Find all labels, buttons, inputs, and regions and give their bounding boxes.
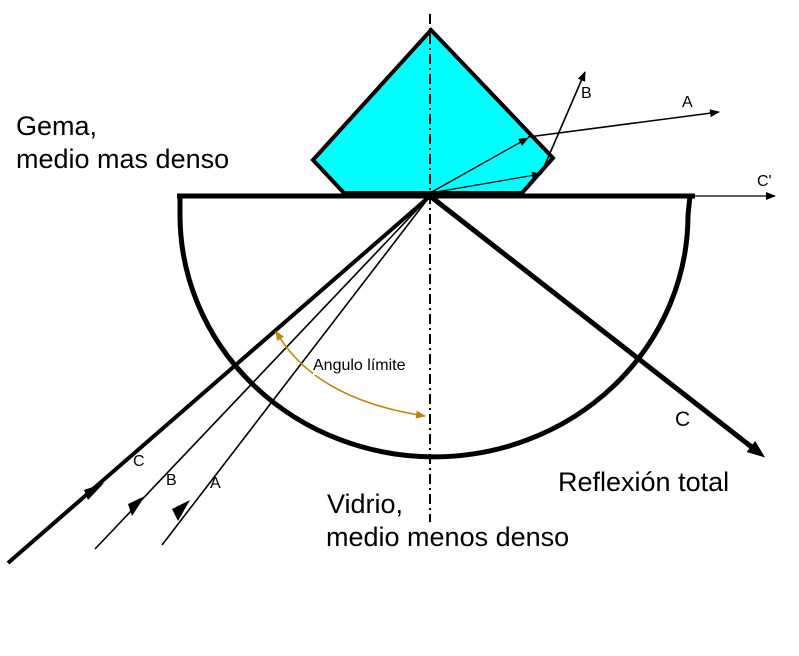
gem-label-line1: Gema, [16, 111, 98, 141]
ray-c-prime-label: C' [757, 173, 772, 190]
ray-c-reflected-label: C [675, 408, 691, 431]
ray-a-arrowhead [172, 500, 190, 521]
ray-a-in-gem [429, 137, 529, 194]
ray-b-incoming [94, 195, 431, 550]
ray-a-out-label: A [682, 94, 693, 111]
ray-c-in-label: C [133, 453, 145, 470]
gem-label: Gema, medio mas denso [16, 110, 229, 176]
ray-b-arrowhead [128, 496, 145, 516]
total-reflection-label: Reflexión total [558, 467, 730, 497]
critical-angle-arrow [275, 330, 426, 419]
ray-a-in-label: A [210, 475, 221, 492]
ray-b-in-gem [429, 171, 542, 194]
ray-b-refracted [540, 71, 586, 175]
glass-label-line1: Vidrio, [327, 489, 404, 519]
glass-hemisphere [177, 193, 695, 460]
ray-a-refracted [527, 109, 720, 138]
critical-angle-label: Angulo límite [313, 357, 406, 375]
ray-c-arrowhead [84, 483, 104, 500]
gem-shape [310, 27, 556, 195]
gem-label-line2: medio mas denso [16, 144, 230, 174]
glass-label: Vidrio, medio menos denso [326, 488, 570, 554]
ray-b-out-label: B [581, 85, 592, 102]
ray-c-incoming [6, 194, 432, 565]
ray-b-in-label: B [166, 472, 177, 489]
ray-c-reflected [428, 194, 766, 458]
glass-label-line2: medio menos denso [326, 522, 570, 552]
